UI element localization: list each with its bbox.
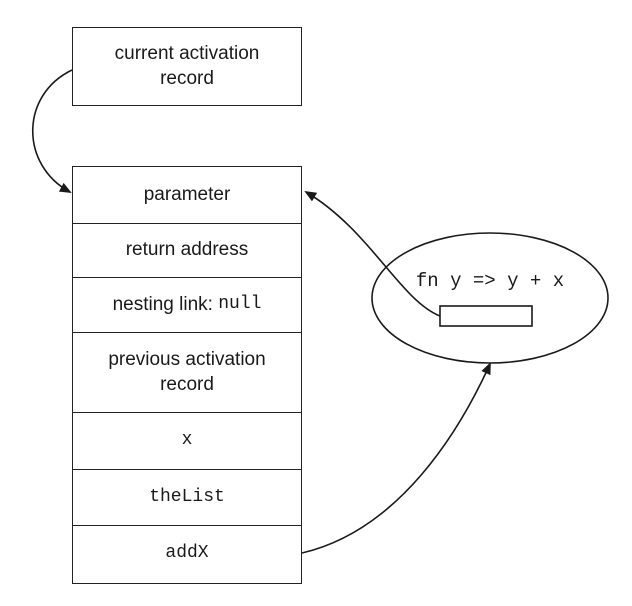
x-label: x <box>181 430 193 451</box>
stack-row-parameter: parameter <box>73 167 301 224</box>
stack-row-return-address: return address <box>73 224 301 278</box>
closure-environment-slot <box>439 305 533 327</box>
current-activation-record-box: current activation record <box>72 27 302 106</box>
previous-activation-label-line2: record <box>160 373 214 395</box>
thelist-label: theList <box>149 486 225 507</box>
nesting-link-label: nesting link: <box>112 293 219 315</box>
return-address-label: return address <box>125 239 249 261</box>
closure-ellipse <box>371 232 609 364</box>
current-activation-label-line1: current activation <box>114 42 260 64</box>
stack-row-x: x <box>73 413 301 470</box>
addx-label: addX <box>165 543 209 564</box>
stack-row-thelist: theList <box>73 470 301 526</box>
activation-record-stack: parameter return address nesting link: n… <box>72 166 302 584</box>
arrow-closure-to-parameter <box>304 190 441 317</box>
previous-activation-label-line1: previous activation <box>108 348 266 370</box>
closure-code: fn y => y + x <box>415 270 565 292</box>
arrow-current-to-stack <box>31 69 73 193</box>
current-activation-label-line2: record <box>160 67 214 89</box>
stack-row-nesting-link: nesting link: null <box>73 278 301 333</box>
nesting-link-value: null <box>218 294 262 315</box>
parameter-label: parameter <box>143 183 231 205</box>
arrow-addx-to-closure <box>301 362 491 554</box>
stack-row-previous-activation: previous activation record <box>73 333 301 413</box>
stack-row-addx: addX <box>73 526 301 582</box>
